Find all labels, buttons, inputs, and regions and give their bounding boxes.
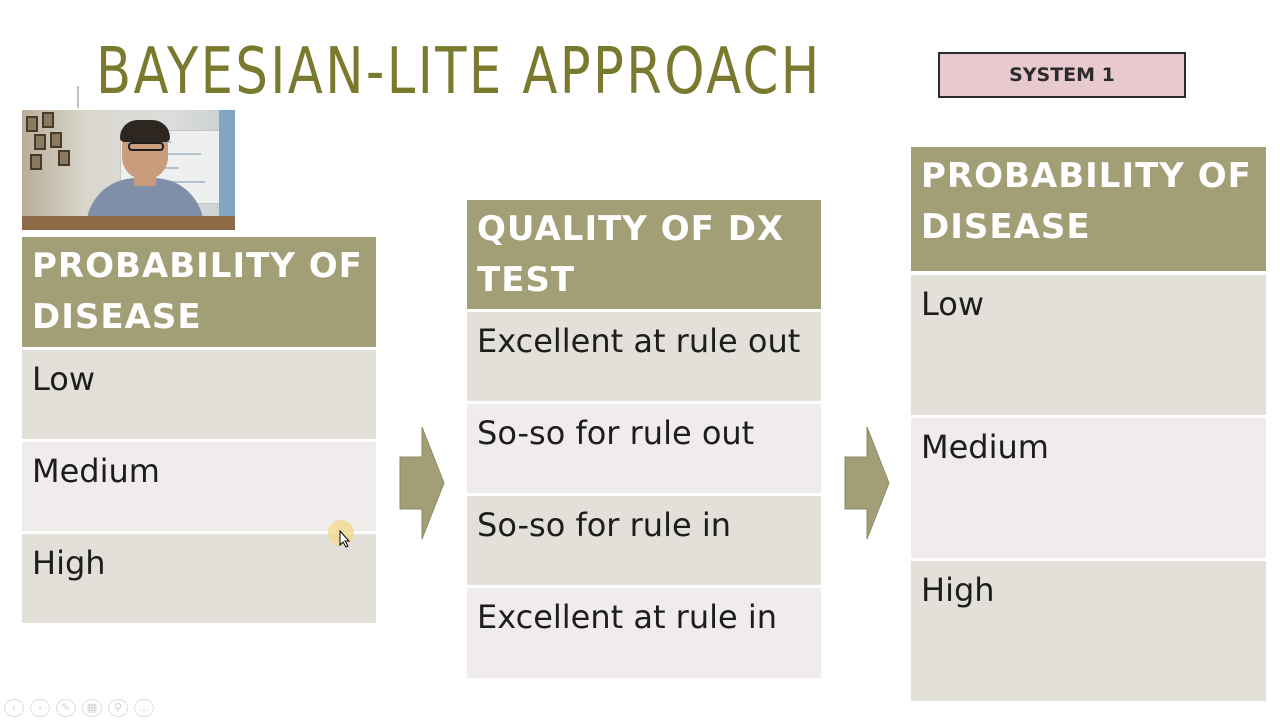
- left-table-row-high: High: [22, 534, 376, 623]
- desk-image: [22, 216, 235, 230]
- presenter-webcam-video: [22, 110, 235, 230]
- zoom-icon[interactable]: ⚲: [108, 699, 128, 717]
- middle-table-row-soso-rule-out: So-so for rule out: [467, 404, 821, 493]
- slides-grid-icon[interactable]: ▦: [82, 699, 102, 717]
- right-table-header: PROBABILITY OF DISEASE: [911, 147, 1266, 271]
- wall-frame-image: [26, 116, 38, 132]
- wall-frame-image: [50, 132, 62, 148]
- window-image: [219, 110, 235, 230]
- middle-table-header: QUALITY OF DX TEST: [467, 200, 821, 309]
- left-table-row-medium: Medium: [22, 442, 376, 531]
- wall-frame-image: [42, 112, 54, 128]
- right-table-row-high: High: [911, 561, 1266, 701]
- left-table-header: PROBABILITY OF DISEASE: [22, 237, 376, 347]
- pen-icon[interactable]: ✎: [56, 699, 76, 717]
- more-options-icon[interactable]: …: [134, 699, 154, 717]
- left-table-row-low: Low: [22, 350, 376, 439]
- glasses-icon: [128, 142, 164, 151]
- right-table-row-medium: Medium: [911, 418, 1266, 558]
- middle-table-row-soso-rule-in: So-so for rule in: [467, 496, 821, 585]
- system-badge: SYSTEM 1: [938, 52, 1186, 98]
- wall-frame-image: [58, 150, 70, 166]
- next-slide-icon[interactable]: ›: [30, 699, 50, 717]
- wall-frame-image: [34, 134, 46, 150]
- mouse-cursor-icon: [339, 530, 351, 548]
- previous-slide-icon[interactable]: ‹: [4, 699, 24, 717]
- middle-table-row-excellent-rule-out: Excellent at rule out: [467, 312, 821, 401]
- wall-frame-image: [30, 154, 42, 170]
- arrow-right-icon: [844, 426, 890, 540]
- slide-title: BAYESIAN-LITE APPROACH: [96, 35, 822, 109]
- slideshow-toolbar[interactable]: ‹ › ✎ ▦ ⚲ …: [4, 699, 154, 717]
- middle-table-row-excellent-rule-in: Excellent at rule in: [467, 588, 821, 678]
- arrow-right-icon: [399, 426, 445, 540]
- right-table-row-low: Low: [911, 275, 1266, 415]
- title-accent-rule: [77, 86, 79, 108]
